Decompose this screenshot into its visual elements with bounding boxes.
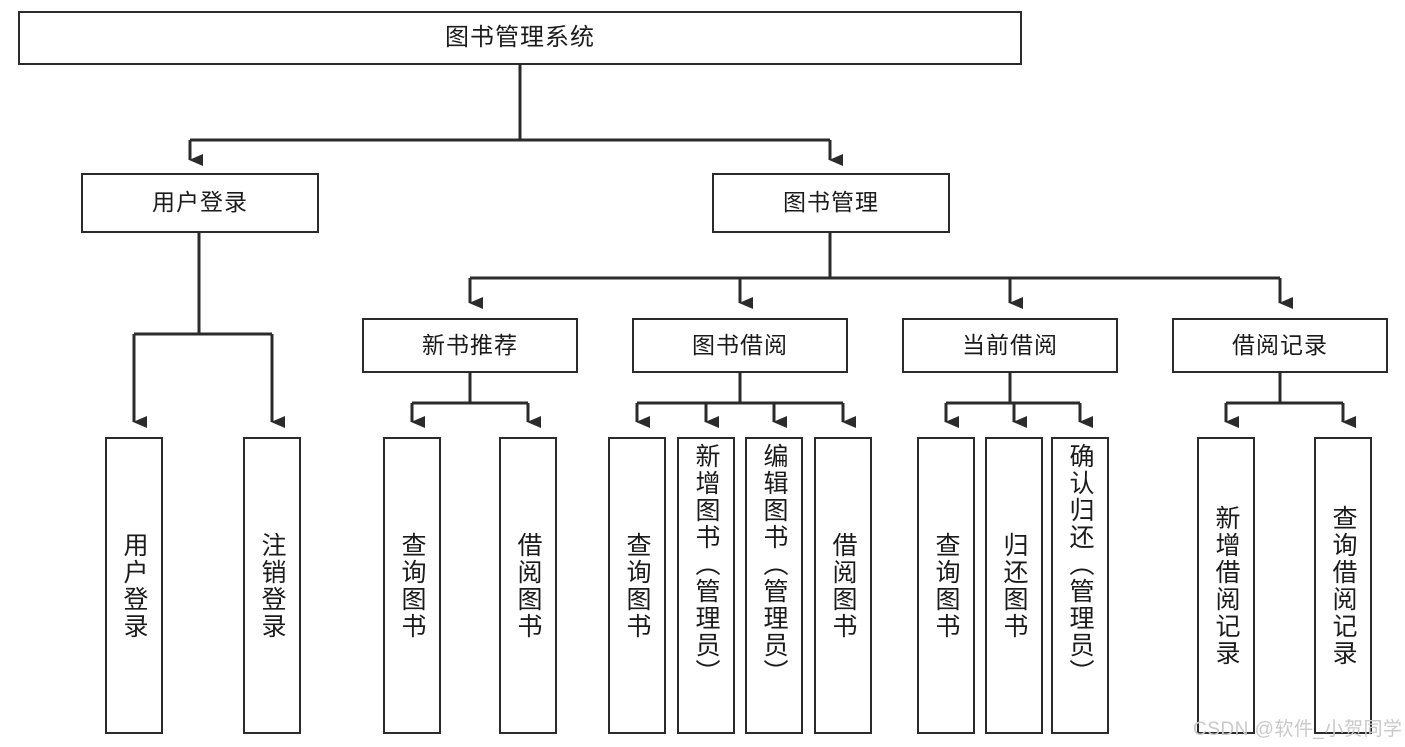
- node-label: 图书管理: [783, 189, 879, 216]
- node-label: 归还图书: [1000, 531, 1028, 640]
- node-label: 注销登录: [258, 531, 286, 640]
- leaf-user-login-login[interactable]: 用户登录: [105, 437, 163, 734]
- node-label: 借阅记录: [1232, 331, 1328, 358]
- node-label: 新增借阅记录: [1212, 504, 1240, 667]
- node-label: 查询图书: [623, 531, 651, 640]
- node-label: 借阅图书: [514, 531, 542, 640]
- leaf-record-query-borrow-record[interactable]: 查询借阅记录: [1314, 437, 1372, 734]
- node-book-management[interactable]: 图书管理: [712, 173, 950, 233]
- leaf-new-book-query[interactable]: 查询图书: [383, 437, 441, 734]
- leaf-new-book-borrow[interactable]: 借阅图书: [499, 437, 557, 734]
- node-label: 借阅图书: [829, 531, 857, 640]
- leaf-borrow-edit-book-admin[interactable]: 编辑图书（管理员）: [745, 437, 803, 734]
- leaf-record-add-borrow-record[interactable]: 新增借阅记录: [1197, 437, 1255, 734]
- node-label: 当前借阅: [962, 331, 1058, 358]
- leaf-user-login-logout[interactable]: 注销登录: [243, 437, 301, 734]
- node-label: 图书借阅: [692, 331, 788, 358]
- watermark-csdn: CSDN @软件_小贺同学: [1193, 719, 1403, 740]
- node-label: 确认归还（管理员）: [1066, 443, 1094, 686]
- node-label: 新增图书（管理员）: [692, 443, 720, 686]
- node-book-borrow[interactable]: 图书借阅: [632, 318, 848, 373]
- leaf-borrow-add-book-admin[interactable]: 新增图书（管理员）: [677, 437, 735, 734]
- node-label: 图书管理系统: [445, 23, 595, 51]
- node-new-book-recommend[interactable]: 新书推荐: [362, 318, 578, 373]
- leaf-current-return-book[interactable]: 归还图书: [985, 437, 1043, 734]
- leaf-current-query-book[interactable]: 查询图书: [917, 437, 975, 734]
- node-label: 查询图书: [398, 531, 426, 640]
- node-label: 用户登录: [152, 189, 248, 216]
- node-root-book-management-system[interactable]: 图书管理系统: [18, 11, 1022, 65]
- node-user-login[interactable]: 用户登录: [81, 173, 319, 233]
- node-borrow-record[interactable]: 借阅记录: [1172, 318, 1388, 373]
- node-label: 查询借阅记录: [1329, 504, 1357, 667]
- leaf-borrow-borrow-book[interactable]: 借阅图书: [814, 437, 872, 734]
- node-label: 编辑图书（管理员）: [760, 443, 788, 686]
- node-label: 用户登录: [120, 531, 148, 640]
- leaf-current-confirm-return-admin[interactable]: 确认归还（管理员）: [1051, 437, 1109, 734]
- node-label: 查询图书: [932, 531, 960, 640]
- node-label: 新书推荐: [422, 331, 518, 358]
- node-current-borrow[interactable]: 当前借阅: [902, 318, 1118, 373]
- leaf-borrow-query-book[interactable]: 查询图书: [608, 437, 666, 734]
